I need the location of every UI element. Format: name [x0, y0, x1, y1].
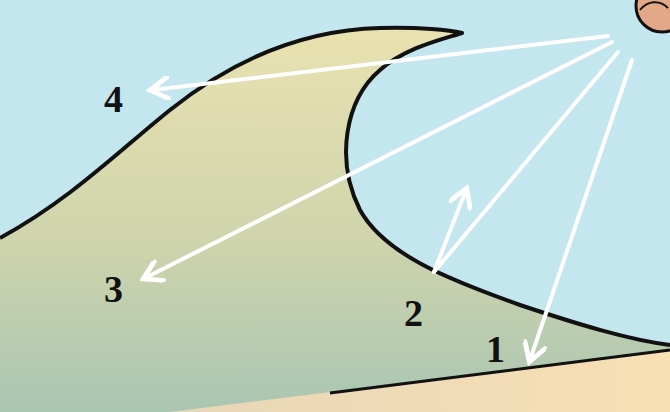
- sand: [170, 350, 670, 412]
- callout-number: 1: [486, 330, 505, 368]
- wave-body: [0, 28, 670, 412]
- ray-line: [434, 52, 618, 272]
- ray-arrow: [145, 42, 612, 278]
- reflected-arrow: [434, 190, 466, 272]
- callout-number: 3: [104, 270, 123, 308]
- callout-number: 2: [404, 294, 423, 332]
- ray-arrow: [152, 36, 608, 90]
- callout-number: 4: [104, 80, 123, 118]
- observer: [636, 0, 670, 32]
- ray-arrow: [530, 60, 632, 360]
- wave-outline: [0, 28, 670, 345]
- sight-rays: [145, 36, 632, 360]
